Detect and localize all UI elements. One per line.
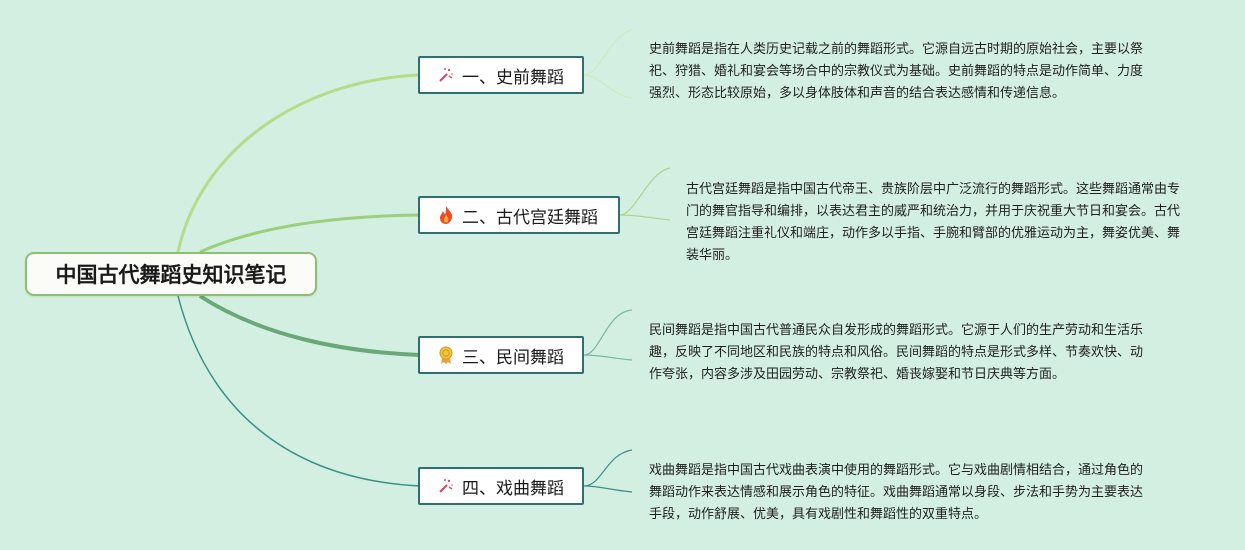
branch-label-4: 四、戏曲舞蹈	[462, 478, 564, 499]
branch-note-4: 戏曲舞蹈是指中国古代戏曲表演中使用的舞蹈形式。它与戏曲剧情相结合，通过角色的舞蹈…	[649, 463, 1144, 522]
fire-icon	[436, 205, 456, 225]
branch-label-1: 一、史前舞蹈	[462, 67, 564, 88]
party-popper-icon	[436, 65, 456, 85]
root-topic[interactable]: 中国古代舞蹈史知识笔记	[25, 252, 317, 296]
branch-label-2: 二、古代宫廷舞蹈	[462, 207, 598, 228]
branch-label-3: 三、民间舞蹈	[462, 347, 564, 368]
party-popper-icon	[436, 476, 456, 496]
branch-topic-4[interactable]: 四、戏曲舞蹈	[418, 467, 584, 505]
connector-root-branch-1	[176, 73, 421, 253]
medal-icon	[436, 345, 456, 365]
branch-note-2: 古代宫廷舞蹈是指中国古代帝王、贵族阶层中广泛流行的舞蹈形式。这些舞蹈通常由专门的…	[686, 182, 1181, 263]
branch-note-3: 民间舞蹈是指中国古代普通民众自发形成的舞蹈形式。它源于人们的生产劳动和生活乐趣，…	[649, 323, 1144, 382]
connector-branch-2-note	[619, 167, 671, 221]
branch-note-1: 史前舞蹈是指在人类历史记载之前的舞蹈形式。它源自远古时期的原始社会，主要以祭祀、…	[649, 42, 1144, 101]
branch-topic-1[interactable]: 一、史前舞蹈	[418, 56, 584, 94]
connector-root-branch-4	[177, 295, 421, 487]
connector-root-branch-2	[199, 213, 421, 254]
connector-branch-4-note	[583, 449, 633, 493]
connector-root-branch-3	[198, 294, 421, 357]
branch-topic-3[interactable]: 三、民间舞蹈	[418, 336, 584, 374]
connector-branch-3-note	[583, 309, 633, 361]
branch-topic-2[interactable]: 二、古代宫廷舞蹈	[418, 196, 620, 234]
connector-branch-1-note	[583, 29, 633, 99]
